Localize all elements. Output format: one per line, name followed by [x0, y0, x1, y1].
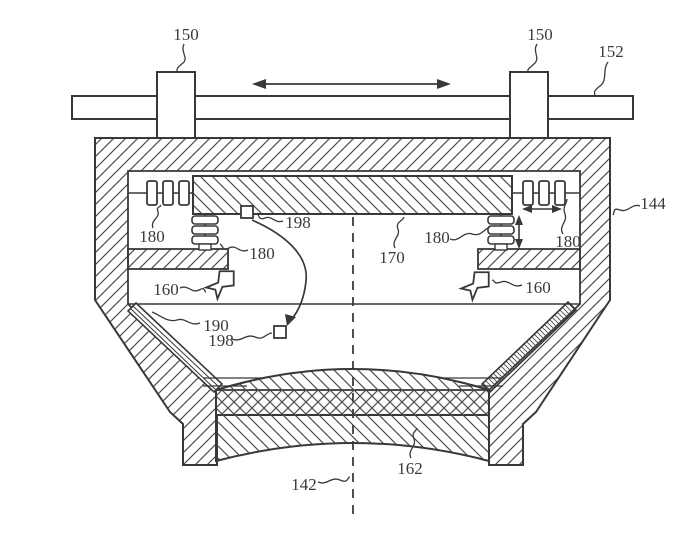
- ledge-left: [127, 248, 229, 270]
- leader-170: [393, 216, 405, 249]
- spring-vertical-left: [191, 214, 219, 251]
- leader-lines: [151, 43, 641, 484]
- block-motion-arrow-vertical: [515, 215, 523, 249]
- leader-142: [317, 476, 351, 484]
- leader-162: [409, 427, 418, 459]
- light-direction-arrow-right: [458, 271, 490, 303]
- ref-label-198-lower: 198: [208, 331, 234, 350]
- leader-198-upper: [256, 212, 284, 223]
- block-motion-arrow-horizontal: [522, 205, 562, 213]
- ref-label-144: 144: [640, 194, 666, 213]
- ref-label-180-h-right: 180: [555, 232, 581, 251]
- leader-144: [612, 204, 641, 216]
- mirror-left: [126, 301, 224, 394]
- spring-vertical-right: [487, 214, 515, 251]
- light-direction-arrow-left: [203, 270, 235, 302]
- ref-label-150-right: 150: [527, 25, 553, 44]
- ref-label-180-v-left: 180: [249, 244, 275, 263]
- ref-label-152: 152: [598, 42, 624, 61]
- reference-marker-upper: [240, 205, 254, 219]
- leader-180-h-right: [560, 198, 568, 235]
- leader-150-right: [527, 43, 538, 72]
- rail-motion-arrow: [252, 79, 451, 89]
- leader-198-lower: [231, 332, 273, 341]
- spring-horizontal-left: [128, 180, 193, 206]
- leader-150-left: [176, 43, 186, 72]
- leader-152: [593, 61, 609, 97]
- ref-label-180-v-right: 180: [424, 228, 450, 247]
- curved-path-arrowhead: [285, 314, 296, 326]
- rail-post-left: [156, 71, 196, 139]
- ref-label-198-upper: 198: [285, 213, 311, 232]
- leader-180-h-left: [151, 204, 162, 229]
- rail-post-right: [509, 71, 549, 139]
- ledge-right: [477, 248, 581, 270]
- leader-190: [151, 311, 201, 325]
- ref-label-150-left: 150: [173, 25, 199, 44]
- ref-label-180-h-left: 180: [139, 227, 165, 246]
- spring-horizontal-right: [512, 180, 580, 206]
- ref-label-190: 190: [203, 316, 229, 335]
- ref-label-160-right: 160: [525, 278, 551, 297]
- leader-160-left: [179, 286, 207, 293]
- rail: [71, 95, 634, 120]
- curved-path-arrow: [251, 219, 307, 321]
- ref-label-162: 162: [397, 459, 423, 478]
- ref-label-142: 142: [291, 475, 317, 494]
- leader-160-right: [491, 279, 523, 287]
- ref-label-170: 170: [379, 248, 405, 267]
- ref-label-160-left: 160: [153, 280, 179, 299]
- leader-180-v-left: [219, 243, 249, 252]
- reference-marker-lower: [273, 325, 287, 339]
- leader-180-v-right: [449, 226, 491, 241]
